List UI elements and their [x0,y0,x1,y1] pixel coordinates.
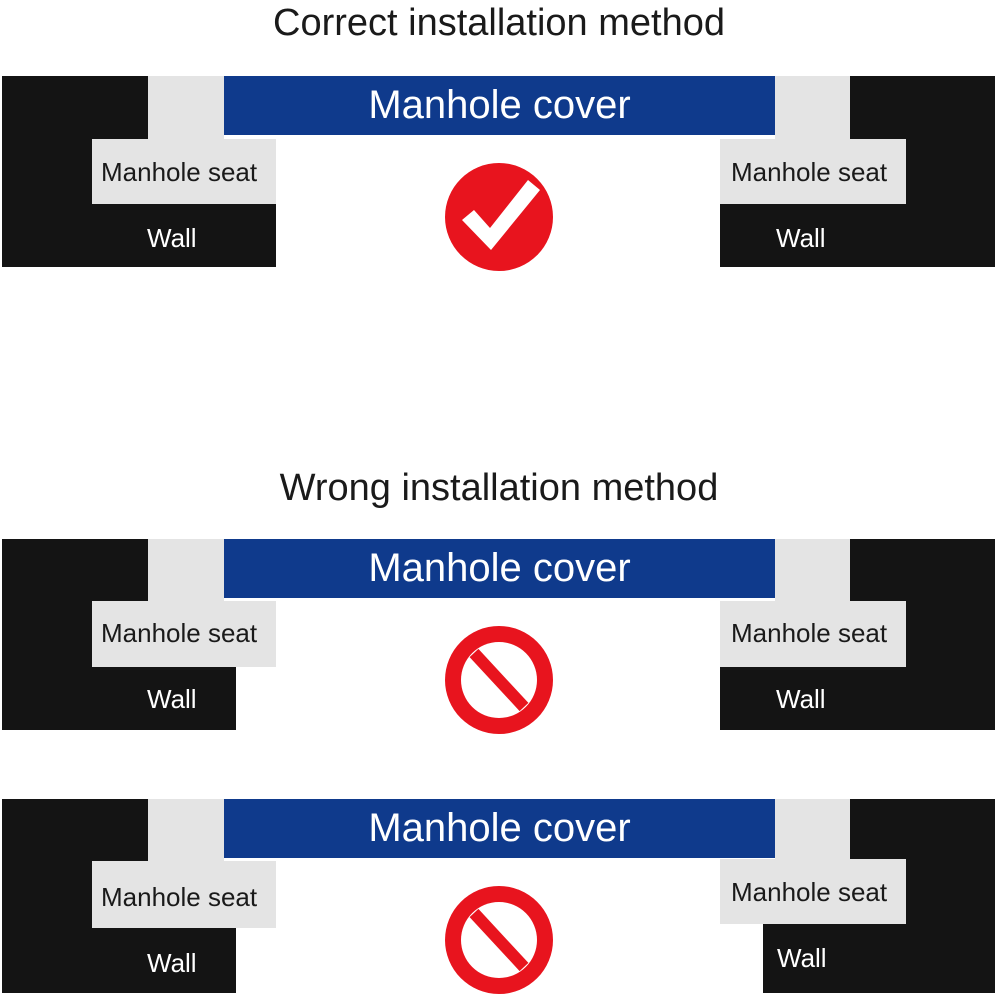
manhole-cover-label: Manhole cover [368,806,631,850]
prohibited-icon [445,626,553,734]
left-seat-label: Manhole seat [101,618,258,648]
left-seat-upper [148,76,224,139]
right-wall-base [763,924,995,993]
left-seat-label: Manhole seat [101,157,258,187]
left-seat-upper [148,539,224,601]
right-seat-label: Manhole seat [731,618,888,648]
manhole-cover-label: Manhole cover [368,83,631,127]
correct-title: Correct installation method [273,2,725,44]
right-wall-label: Wall [776,684,826,714]
left-seat-label: Manhole seat [101,882,258,912]
right-wall-base [720,667,995,730]
right-seat-upper [775,76,850,139]
right-wall-base [720,204,995,267]
left-wall-label: Wall [147,684,197,714]
right-manhole-seat [720,139,906,204]
manhole-cover: Manhole cover [224,76,775,135]
manhole-cover-label: Manhole cover [368,546,631,590]
right-seat-label: Manhole seat [731,157,888,187]
left-wall-base [2,204,276,267]
left-wall-base [2,667,236,730]
right-wall-label: Wall [776,223,826,253]
left-wall-label: Wall [147,948,197,978]
manhole-cover: Manhole cover [224,539,775,598]
left-seat-upper [148,799,224,861]
left-wall-base [2,928,236,993]
left-manhole-seat [92,601,276,667]
wrong-title: Wrong installation method [279,467,719,509]
right-seat-upper [775,539,850,601]
red-check-icon [445,163,553,271]
prohibited-icon [445,886,553,994]
right-wall-label: Wall [777,943,827,973]
right-seat-label: Manhole seat [731,877,888,907]
manhole-cover: Manhole cover [224,799,775,858]
right-manhole-seat [720,859,906,924]
right-seat-upper [775,799,850,859]
left-wall-label: Wall [147,223,197,253]
left-manhole-seat [92,139,276,204]
right-manhole-seat [720,601,906,667]
left-manhole-seat [92,861,276,928]
